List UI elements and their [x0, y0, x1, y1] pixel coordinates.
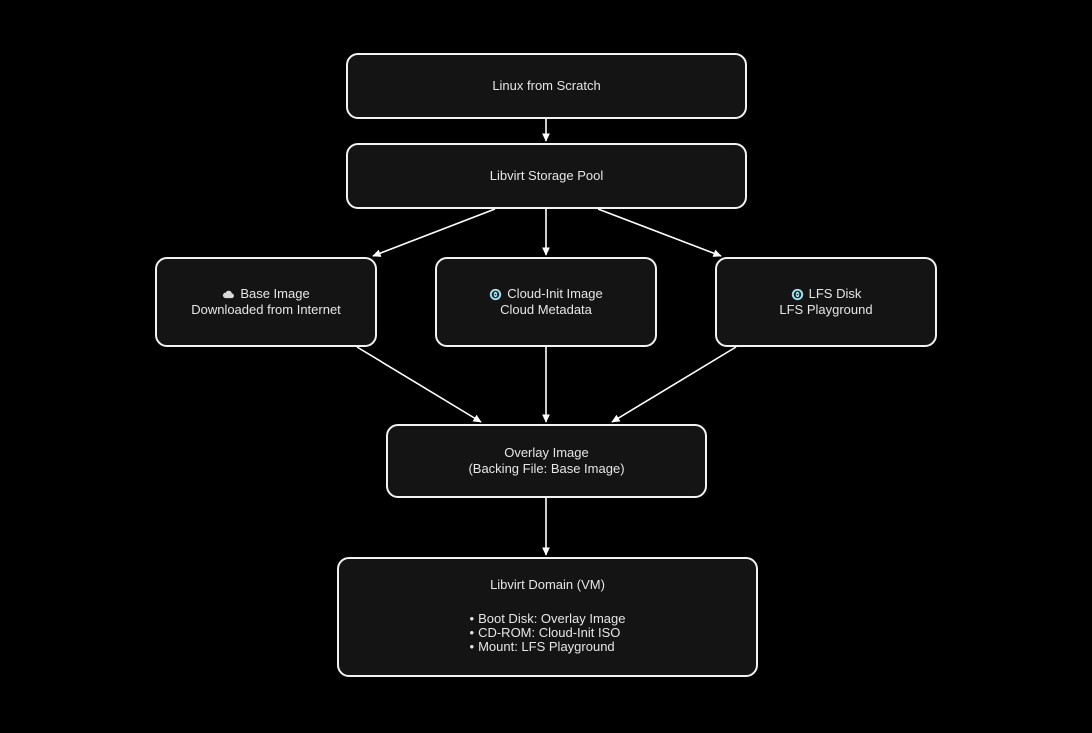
vm-device-label: Boot Disk: Overlay Image	[478, 611, 626, 626]
node-title: Base Image	[240, 286, 310, 301]
node-title: Overlay Image	[504, 445, 589, 460]
node-title: Cloud-Init Image	[507, 286, 603, 301]
vm-device-item: •Mount: LFS Playground	[470, 640, 626, 654]
node-title-row: Cloud-Init Image	[489, 286, 603, 302]
bullet-icon: •	[469, 625, 475, 640]
optical-disc-icon	[489, 288, 502, 301]
bullet-icon: •	[469, 611, 475, 626]
cloud-icon	[222, 288, 235, 301]
node-title: Libvirt Domain (VM)	[490, 577, 605, 592]
node-subtitle: Cloud Metadata	[500, 302, 592, 317]
node-label: Libvirt Storage Pool	[489, 168, 604, 183]
optical-disc-icon	[791, 288, 804, 301]
node-label: Linux from Scratch	[492, 78, 601, 93]
bullet-icon: •	[469, 639, 475, 654]
vm-device-label: CD-ROM: Cloud-Init ISO	[478, 625, 621, 640]
edge-pool-to-base-image	[372, 208, 496, 257]
vm-device-item: •CD-ROM: Cloud-Init ISO	[470, 626, 626, 640]
node-title-row: Base Image	[222, 286, 310, 302]
node-libvirt-domain-vm[interactable]: Libvirt Domain (VM) •Boot Disk: Overlay …	[337, 557, 758, 677]
edge-lfs-disk-to-overlay	[611, 346, 737, 423]
node-cloud-init-image[interactable]: Cloud-Init Image Cloud Metadata	[435, 257, 657, 347]
vm-device-list: •Boot Disk: Overlay Image•CD-ROM: Cloud-…	[470, 612, 626, 654]
node-title: LFS Disk	[808, 286, 862, 301]
node-subtitle: LFS Playground	[779, 302, 873, 317]
node-subtitle: (Backing File: Base Image)	[468, 461, 625, 476]
node-title-row: LFS Disk	[791, 286, 862, 302]
node-base-image[interactable]: Base Image Downloaded from Internet	[155, 257, 377, 347]
node-linux-from-scratch[interactable]: Linux from Scratch	[346, 53, 747, 119]
edge-base-image-to-overlay	[356, 346, 482, 423]
node-libvirt-storage-pool[interactable]: Libvirt Storage Pool	[346, 143, 747, 209]
vm-device-label: Mount: LFS Playground	[478, 639, 615, 654]
node-overlay-image[interactable]: Overlay Image (Backing File: Base Image)	[386, 424, 707, 498]
edge-pool-to-lfs-disk	[597, 208, 722, 257]
node-lfs-disk[interactable]: LFS Disk LFS Playground	[715, 257, 937, 347]
node-subtitle: Downloaded from Internet	[191, 302, 341, 317]
vm-device-item: •Boot Disk: Overlay Image	[470, 612, 626, 626]
